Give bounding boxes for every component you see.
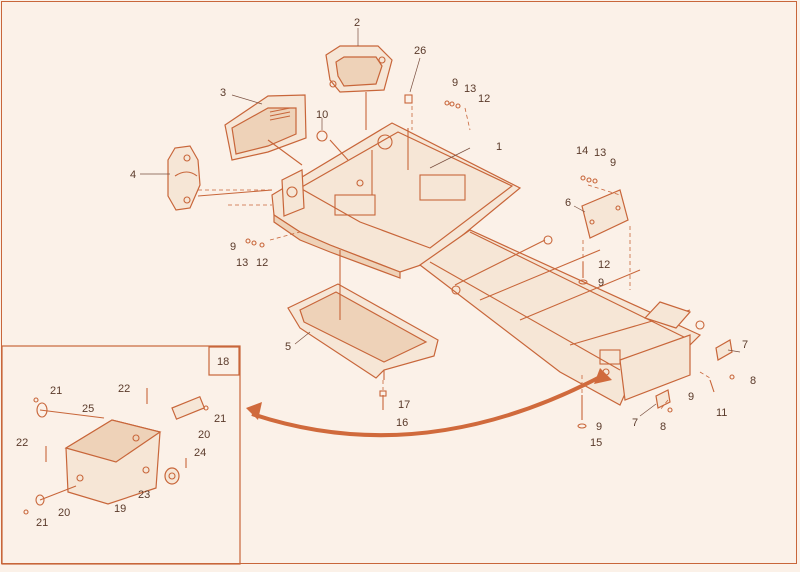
inset-callout-21b: 21 xyxy=(214,413,226,425)
part-4-side-block xyxy=(167,145,201,211)
inset-callout-20a: 20 xyxy=(198,429,210,441)
dashed-guides xyxy=(197,92,711,411)
callout-9b: 9 xyxy=(230,241,236,253)
callout-12c: 12 xyxy=(598,259,610,271)
callout-7a: 7 xyxy=(742,339,748,351)
inset-callout-22a: 22 xyxy=(118,383,130,395)
callout-3: 3 xyxy=(220,87,226,99)
callout-26: 26 xyxy=(414,45,426,57)
part-6-plate xyxy=(581,189,629,239)
detail-pointer-arrow xyxy=(246,368,612,438)
callout-8a: 8 xyxy=(750,375,756,387)
callout-7b: 7 xyxy=(632,417,638,429)
callout-leaders xyxy=(140,28,741,417)
part-3-bracket xyxy=(224,94,307,161)
main-frame-part xyxy=(271,122,522,279)
inset-callout-21c: 21 xyxy=(36,517,48,529)
callout-labels: 2 3 4 1 5 6 7 7 8 8 9 9 9 9 9 9 10 11 12… xyxy=(130,17,756,449)
callout-13a: 13 xyxy=(464,83,476,95)
callout-1: 1 xyxy=(496,141,502,153)
outer-frame xyxy=(1,1,797,564)
inset-callout-23: 23 xyxy=(138,489,150,501)
inset-callout-19: 19 xyxy=(114,503,126,515)
callout-9c: 9 xyxy=(610,157,616,169)
callout-10: 10 xyxy=(316,109,328,121)
inset-callout-25: 25 xyxy=(82,403,94,415)
callout-14: 14 xyxy=(576,145,588,157)
callout-11: 11 xyxy=(716,407,727,419)
callout-8b: 8 xyxy=(660,421,666,433)
callout-6: 6 xyxy=(565,197,571,209)
callout-17: 17 xyxy=(398,399,410,411)
callout-13b: 13 xyxy=(236,257,248,269)
inset-label-18: 18 xyxy=(217,356,229,368)
inset-callout-21a: 21 xyxy=(50,385,62,397)
callout-2: 2 xyxy=(354,17,360,29)
fasteners xyxy=(245,94,735,429)
chassis-rails xyxy=(418,229,705,406)
inset-callout-20b: 20 xyxy=(58,507,70,519)
part-5-tray xyxy=(287,283,439,380)
inset-callout-22b: 22 xyxy=(16,437,28,449)
inset-detail-box: 18 21 25 22 22 21 20 24 23 19 20 21 xyxy=(1,345,241,565)
callout-12a: 12 xyxy=(478,93,490,105)
callout-5: 5 xyxy=(285,341,291,353)
callout-9d: 9 xyxy=(598,277,604,289)
callout-16: 16 xyxy=(396,417,408,429)
inset-callout-24: 24 xyxy=(194,447,206,459)
callout-15: 15 xyxy=(590,437,602,449)
callout-9e: 9 xyxy=(688,391,694,403)
part-2-bracket xyxy=(325,45,393,93)
callout-9a: 9 xyxy=(452,77,458,89)
callout-9f: 9 xyxy=(596,421,602,433)
callout-12b: 12 xyxy=(256,257,268,269)
callout-13c: 13 xyxy=(594,147,606,159)
callout-4: 4 xyxy=(130,169,136,181)
